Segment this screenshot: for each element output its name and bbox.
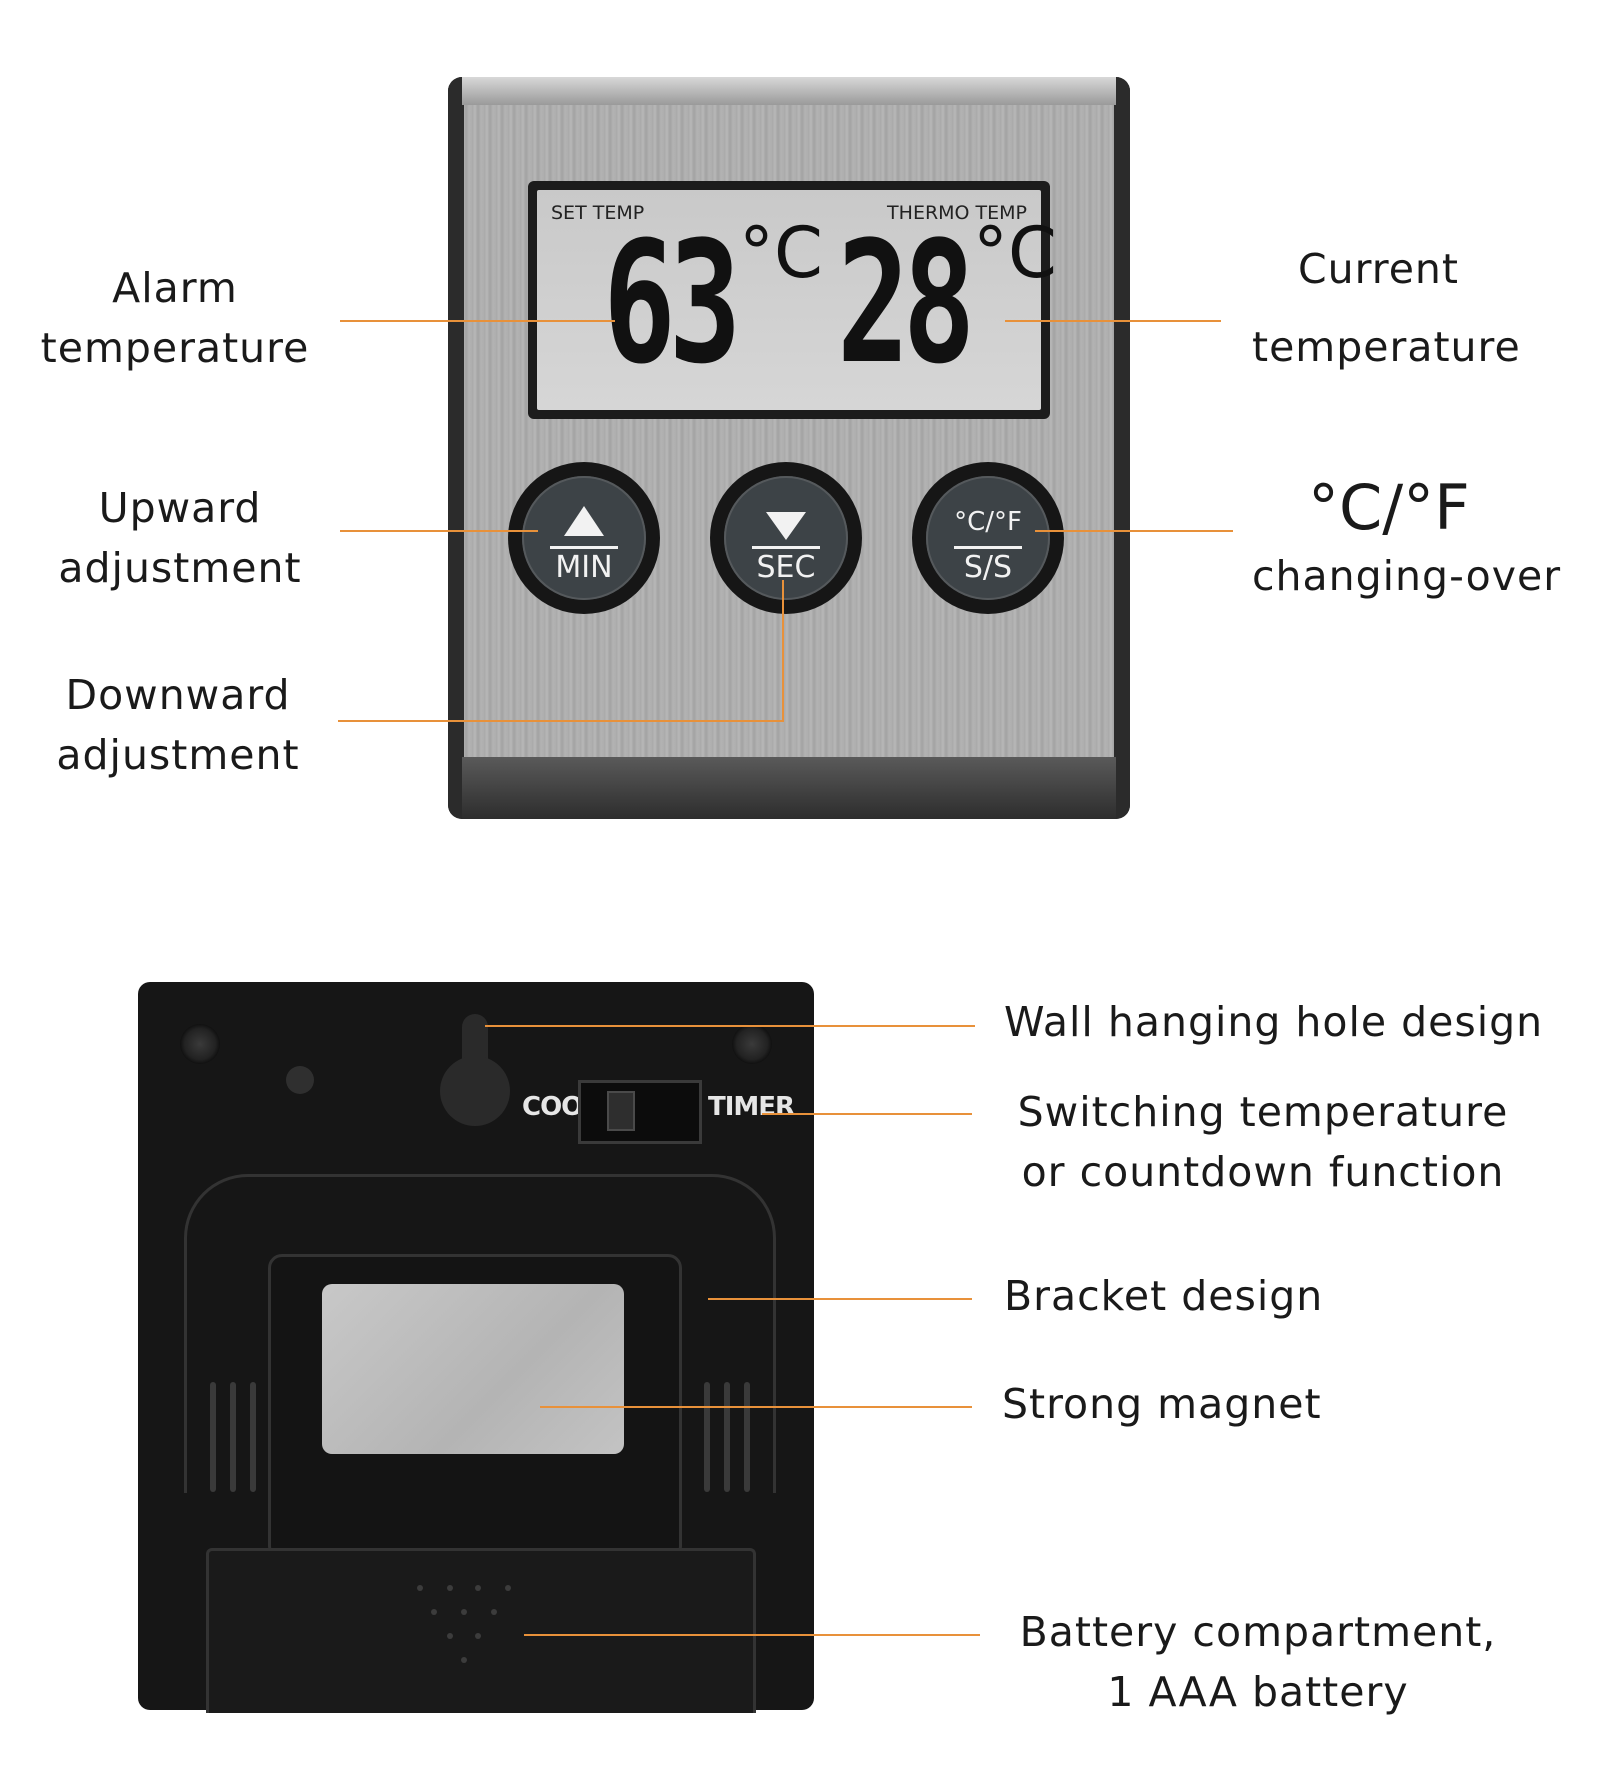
- bracket-ribs-right: [696, 1382, 766, 1492]
- sensor-hole: [286, 1066, 314, 1094]
- thermo-temp-caption: THERMO TEMP: [887, 202, 1027, 224]
- callout-magnet: Strong magnet: [1002, 1380, 1322, 1428]
- unit-start-stop-button[interactable]: °C/°F S/S: [912, 462, 1064, 614]
- callout-bracket: Bracket design: [1004, 1272, 1324, 1320]
- leader-magnet: [540, 1406, 972, 1408]
- callout-current-line2: temperature: [1252, 323, 1521, 371]
- callout-battery-line2: 1 AAA battery: [1107, 1668, 1409, 1716]
- thermometer-back: COOK TIMER: [138, 982, 814, 1713]
- set-temp-value: 63: [603, 205, 741, 401]
- leader-downward-vertical: [782, 580, 784, 722]
- sec-down-button-face: SEC: [724, 476, 848, 600]
- button-divider: [954, 546, 1022, 549]
- leader-upward: [340, 530, 538, 532]
- thermo-temp-value: 28: [837, 205, 975, 401]
- unit-toggle-label: °C/°F: [954, 507, 1022, 537]
- wall-hanging-hole: [440, 1056, 510, 1126]
- callout-switching: Switching temperature or countdown funct…: [998, 1082, 1528, 1202]
- leader-unit: [1035, 530, 1233, 532]
- min-up-button-face: MIN: [522, 476, 646, 600]
- callout-unit-changeover: °C/°F changing-over: [1252, 470, 1561, 606]
- leader-bracket: [708, 1298, 972, 1300]
- callout-current-temperature: Current temperature: [1252, 230, 1521, 386]
- lcd-display: SET TEMP THERMO TEMP 63 °C 28 °C: [528, 181, 1057, 419]
- leader-alarm: [340, 320, 615, 322]
- min-label: MIN: [555, 550, 613, 585]
- callout-switch-line1: Switching temperature: [1017, 1088, 1509, 1136]
- start-stop-label: S/S: [963, 550, 1013, 585]
- magnet-plate: [322, 1284, 624, 1454]
- callout-up-line1: Upward: [98, 484, 262, 532]
- callout-upward-adjustment: Upward adjustment: [30, 478, 330, 598]
- callout-alarm-line1: Alarm: [112, 264, 238, 312]
- leader-downward: [338, 720, 784, 722]
- callout-up-line2: adjustment: [58, 544, 302, 592]
- set-temp-unit: °C: [739, 212, 823, 294]
- callout-alarm-line2: temperature: [40, 324, 310, 372]
- front-bottom-edge: [462, 757, 1116, 819]
- callout-down-line1: Downward: [65, 671, 291, 719]
- switch-knob[interactable]: [607, 1091, 635, 1131]
- battery-cover[interactable]: [206, 1548, 756, 1713]
- leader-wall: [485, 1025, 975, 1027]
- bracket-stand[interactable]: [184, 1174, 776, 1493]
- callout-battery: Battery compartment, 1 AAA battery: [1008, 1602, 1508, 1722]
- triangle-up-icon: [564, 506, 604, 536]
- sec-label: SEC: [756, 550, 816, 585]
- timer-label: TIMER: [708, 1092, 795, 1122]
- callout-battery-line1: Battery compartment,: [1019, 1608, 1497, 1656]
- leader-battery: [524, 1634, 980, 1636]
- sec-down-button[interactable]: SEC: [710, 462, 862, 614]
- thermo-temp-unit: °C: [973, 212, 1057, 294]
- leader-current: [1005, 320, 1221, 322]
- front-side-left: [448, 77, 464, 819]
- set-temp-caption: SET TEMP: [551, 202, 645, 224]
- screw-left: [180, 1024, 220, 1064]
- callout-unit-line1: °C/°F: [1308, 471, 1470, 544]
- screw-right: [732, 1024, 772, 1064]
- front-top-edge: [462, 77, 1116, 105]
- callout-downward-adjustment: Downward adjustment: [28, 665, 328, 785]
- triangle-down-icon: [766, 512, 806, 540]
- callout-current-line1: Current: [1298, 245, 1459, 293]
- lcd-face: SET TEMP THERMO TEMP 63 °C 28 °C: [537, 190, 1057, 410]
- front-side-right: [1114, 77, 1130, 819]
- callout-wall-hanging: Wall hanging hole design: [1004, 998, 1544, 1046]
- callout-unit-line2: changing-over: [1252, 552, 1562, 600]
- unit-start-stop-button-face: °C/°F S/S: [926, 476, 1050, 600]
- callout-down-line2: adjustment: [56, 731, 300, 779]
- leader-switch: [762, 1113, 972, 1115]
- bracket-ribs-left: [202, 1382, 272, 1492]
- min-up-button[interactable]: MIN: [508, 462, 660, 614]
- thermometer-front: SET TEMP THERMO TEMP 63 °C 28 °C MIN SEC…: [448, 77, 1130, 819]
- callout-switch-line2: or countdown function: [1021, 1148, 1505, 1196]
- button-divider: [752, 546, 820, 549]
- callout-alarm-temperature: Alarm temperature: [20, 258, 330, 378]
- mode-switch[interactable]: [578, 1080, 702, 1144]
- button-divider: [550, 546, 618, 549]
